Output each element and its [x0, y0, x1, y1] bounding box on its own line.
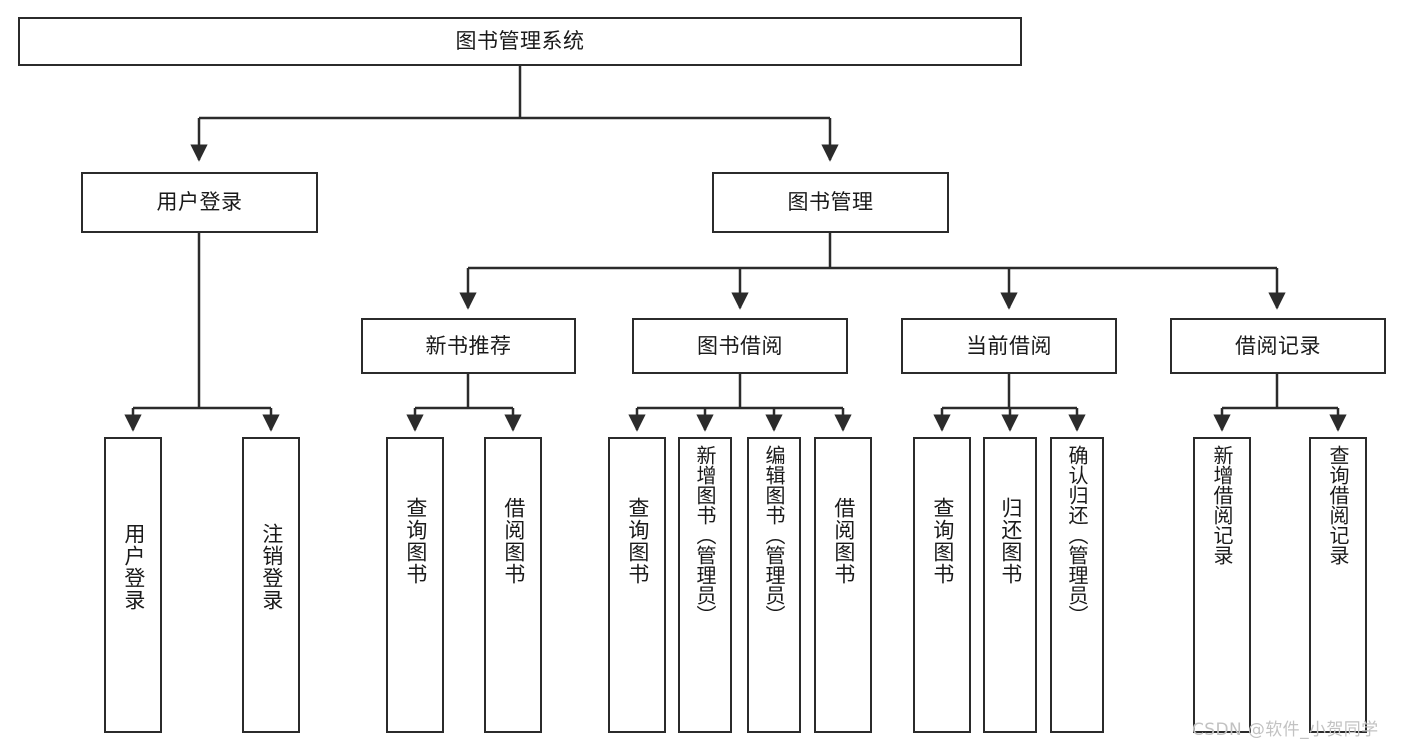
node-new-book-recommend-label: 新书推荐 [425, 333, 512, 358]
leaf-add-record[interactable]: 新增借阅记录 [1193, 437, 1251, 733]
node-new-book-recommend[interactable]: 新书推荐 [361, 318, 576, 374]
leaf-query-record[interactable]: 查询借阅记录 [1309, 437, 1367, 733]
node-book-management-label: 图书管理 [787, 190, 874, 214]
node-root-label: 图书管理系统 [455, 29, 585, 53]
leaf-query-book-1-label: 查询图书 [403, 497, 428, 585]
node-borrow-record[interactable]: 借阅记录 [1170, 318, 1386, 374]
node-user-login[interactable]: 用户登录 [81, 172, 318, 233]
leaf-edit-book-label: 编辑图书（管理员） [762, 445, 786, 625]
leaf-query-book-2[interactable]: 查询图书 [608, 437, 666, 733]
node-current-borrow[interactable]: 当前借阅 [901, 318, 1117, 374]
node-book-management[interactable]: 图书管理 [712, 172, 949, 233]
node-book-borrow[interactable]: 图书借阅 [632, 318, 848, 374]
leaf-borrow-book-2-label: 借阅图书 [831, 497, 856, 585]
leaf-add-book-label: 新增图书（管理员） [693, 445, 717, 625]
leaf-borrow-book-2[interactable]: 借阅图书 [814, 437, 872, 733]
leaf-query-book-1[interactable]: 查询图书 [386, 437, 444, 733]
leaf-user-login[interactable]: 用户登录 [104, 437, 162, 733]
leaf-edit-book[interactable]: 编辑图书（管理员） [747, 437, 801, 733]
node-current-borrow-label: 当前借阅 [966, 333, 1052, 358]
leaf-borrow-book-1-label: 借阅图书 [501, 497, 526, 585]
leaf-borrow-book-1[interactable]: 借阅图书 [484, 437, 542, 733]
leaf-confirm-return-label: 确认归还（管理员） [1065, 445, 1089, 625]
leaf-add-record-label: 新增借阅记录 [1210, 445, 1234, 565]
leaf-add-book[interactable]: 新增图书（管理员） [678, 437, 732, 733]
leaf-logout-label: 注销登录 [259, 523, 284, 611]
leaf-query-book-3[interactable]: 查询图书 [913, 437, 971, 733]
leaf-query-record-label: 查询借阅记录 [1326, 445, 1350, 565]
leaf-query-book-2-label: 查询图书 [625, 497, 650, 585]
leaf-logout[interactable]: 注销登录 [242, 437, 300, 733]
node-user-login-label: 用户登录 [156, 190, 243, 214]
node-book-borrow-label: 图书借阅 [697, 333, 783, 358]
node-root[interactable]: 图书管理系统 [18, 17, 1022, 66]
csdn-watermark: CSDN @软件_小贺同学 [1192, 720, 1379, 740]
leaf-confirm-return[interactable]: 确认归还（管理员） [1050, 437, 1104, 733]
leaf-return-book-label: 归还图书 [998, 497, 1023, 585]
leaf-return-book[interactable]: 归还图书 [983, 437, 1037, 733]
leaf-user-login-label: 用户登录 [121, 523, 146, 611]
node-borrow-record-label: 借阅记录 [1235, 333, 1321, 358]
leaf-query-book-3-label: 查询图书 [930, 497, 955, 585]
